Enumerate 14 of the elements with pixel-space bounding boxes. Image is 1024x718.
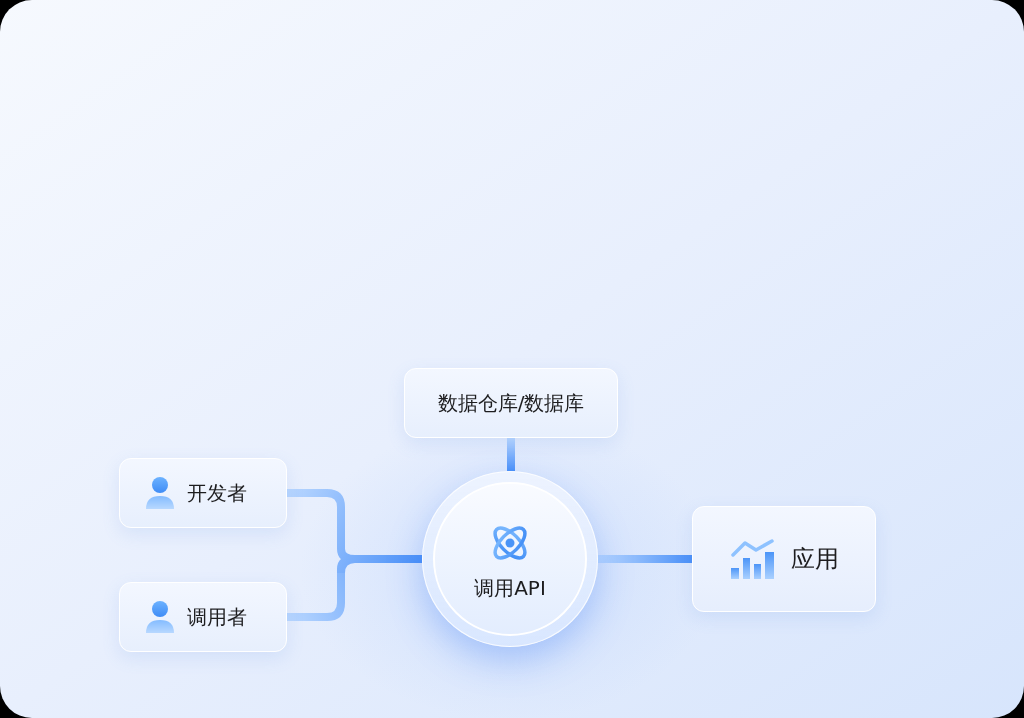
node-label: 数据仓库/数据库: [437, 390, 585, 416]
data-store-card: [404, 368, 618, 438]
connector-line: [337, 545, 422, 573]
role-card: [119, 582, 287, 652]
connector-line: [287, 489, 345, 545]
node-label: 开发者: [187, 480, 247, 506]
app-card: [692, 506, 876, 612]
node-label: 应用: [790, 544, 839, 574]
connector-line: [598, 555, 692, 563]
node-label: 调用者: [187, 604, 247, 630]
connector-line: [287, 573, 345, 621]
node-label: 调用API: [474, 575, 546, 601]
connector-line: [507, 438, 515, 471]
role-card: [119, 458, 287, 528]
